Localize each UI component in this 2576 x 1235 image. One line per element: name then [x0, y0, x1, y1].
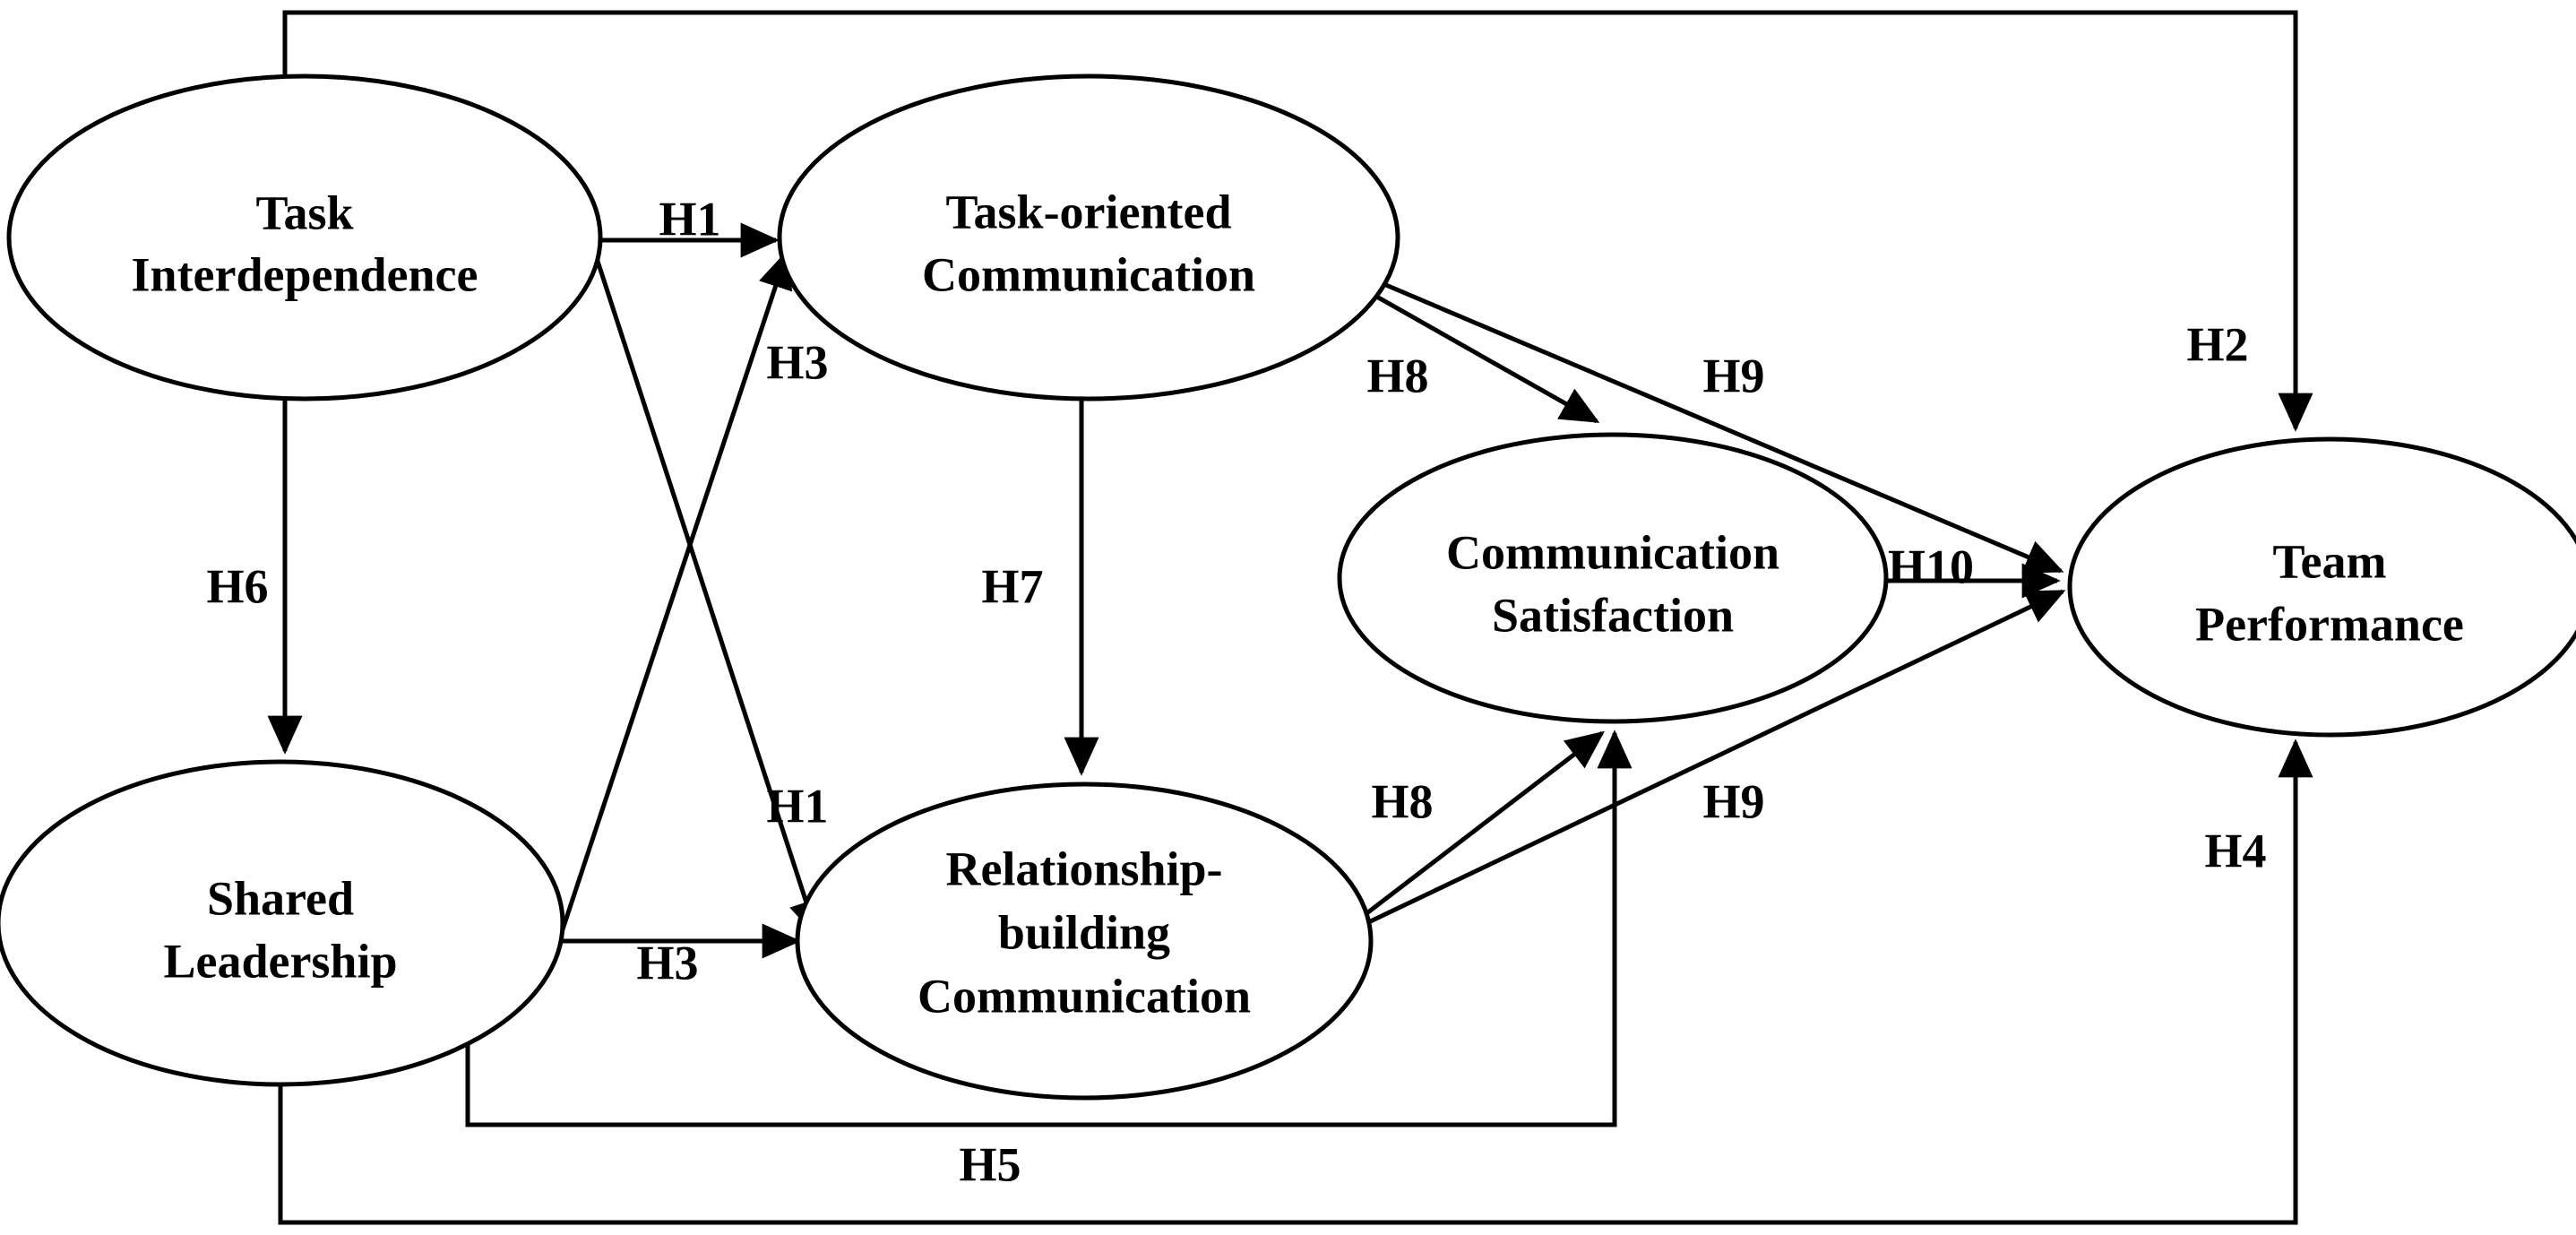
- edge-label-h9-lower: H9: [1702, 774, 1764, 828]
- node-task-interdependence[interactable]: Task Interdependence: [6, 73, 603, 402]
- node-relationship-building-line1: Relationship-: [945, 842, 1222, 895]
- node-team-performance-line2: Performance: [2195, 597, 2464, 651]
- node-task-oriented-communication[interactable]: Task-oriented Communication: [777, 73, 1400, 402]
- node-task-oriented-communication-line1: Task-oriented: [945, 185, 1231, 238]
- node-relationship-building-communication-shape[interactable]: [795, 782, 1374, 1101]
- edge-h3-down: H1: [590, 246, 829, 939]
- edge-h8-lower: H8: [1340, 730, 1605, 934]
- edge-h3-bottom: H3: [560, 923, 801, 989]
- edge-h7: H7: [981, 399, 1099, 776]
- node-communication-satisfaction[interactable]: Communication Satisfaction: [1337, 432, 1889, 724]
- edge-label-h1-top: H1: [659, 192, 720, 246]
- edge-h9-upper: H9: [1298, 246, 2064, 574]
- edge-label-h2: H2: [2186, 317, 2248, 371]
- node-task-oriented-communication-line2: Communication: [922, 247, 1255, 301]
- node-shared-leadership[interactable]: Shared Leadership: [0, 759, 565, 1087]
- edge-label-h3-up: H3: [766, 335, 828, 389]
- edge-label-h7: H7: [981, 559, 1043, 613]
- node-relationship-building-line2: building: [998, 905, 1170, 959]
- edge-h9-lower: H9: [1340, 589, 2066, 937]
- edge-h3-up: H3: [557, 249, 829, 938]
- edge-label-h6: H6: [206, 559, 268, 613]
- edge-label-h1-down: H1: [766, 779, 828, 833]
- edge-label-h5: H5: [959, 1137, 1021, 1191]
- edge-label-h3-bottom: H3: [636, 936, 698, 989]
- edge-h3-up-path: [557, 249, 793, 938]
- node-shared-leadership-shape[interactable]: [0, 759, 565, 1087]
- edge-h9-lower-path: [1340, 589, 2066, 937]
- edge-h10: H10: [1880, 540, 2061, 599]
- edge-label-h4: H4: [2204, 824, 2266, 877]
- edge-label-h8-lower: H8: [1371, 774, 1433, 828]
- node-relationship-building-communication[interactable]: Relationship- building Communication: [795, 782, 1374, 1101]
- node-task-interdependence-line1: Task: [255, 186, 353, 239]
- node-team-performance[interactable]: Team Performance: [2067, 436, 2576, 738]
- node-shared-leadership-line1: Shared: [207, 871, 354, 925]
- edge-h6: H6: [206, 399, 303, 755]
- edge-h1-top: H1: [593, 192, 780, 258]
- node-task-interdependence-line2: Interdependence: [132, 247, 478, 301]
- node-relationship-building-line3: Communication: [918, 969, 1251, 1023]
- node-communication-satisfaction-line2: Satisfaction: [1492, 588, 1734, 642]
- node-communication-satisfaction-line1: Communication: [1446, 525, 1779, 579]
- node-team-performance-shape[interactable]: [2067, 436, 2576, 738]
- node-task-oriented-communication-shape[interactable]: [777, 73, 1400, 402]
- edge-h8-lower-path: [1340, 730, 1605, 934]
- node-shared-leadership-line2: Leadership: [163, 934, 397, 988]
- edge-h3-down-path: [590, 246, 823, 939]
- node-task-interdependence-shape[interactable]: [6, 73, 603, 402]
- edge-label-h9-upper: H9: [1702, 349, 1764, 402]
- node-communication-satisfaction-shape[interactable]: [1337, 432, 1889, 724]
- edge-h9-upper-path: [1298, 246, 2064, 574]
- edge-label-h10: H10: [1888, 540, 1974, 593]
- node-team-performance-line1: Team: [2272, 534, 2386, 588]
- edge-label-h8-upper: H8: [1366, 349, 1428, 402]
